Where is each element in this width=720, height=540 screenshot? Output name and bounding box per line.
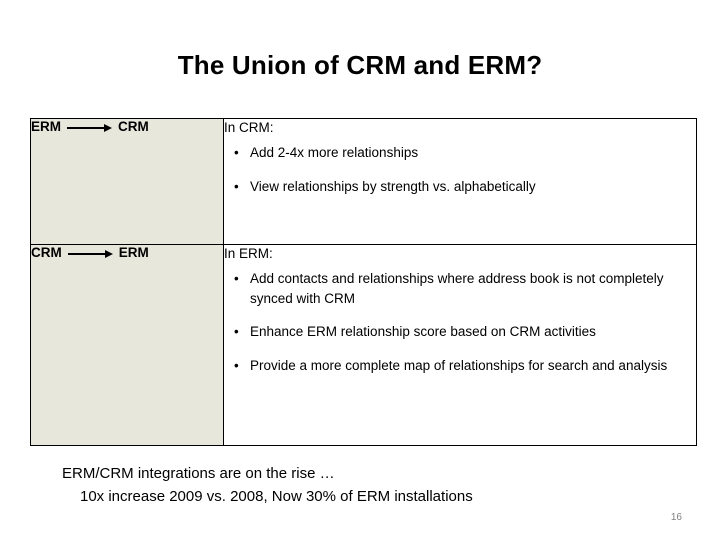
footnote-line-1: ERM/CRM integrations are on the rise …	[62, 465, 335, 482]
content-heading-erm: In ERM:	[224, 246, 273, 261]
flow-target-label: ERM	[118, 245, 149, 260]
arrow-right-icon	[67, 249, 113, 258]
table-row: CRM ERM In ERM: Add contacts and relatio…	[30, 244, 697, 446]
list-item: Add contacts and relationships where add…	[224, 269, 696, 308]
flow-source-label: CRM	[31, 245, 62, 260]
flow-target-label: CRM	[118, 119, 149, 134]
flow-source-label: ERM	[31, 119, 61, 134]
bullet-list-crm: Add 2-4x more relationships View relatio…	[224, 143, 696, 196]
flow-label-crm-to-erm: CRM ERM	[31, 245, 223, 260]
list-item: Provide a more complete map of relations…	[224, 356, 696, 376]
content-table: ERM CRM In CRM: Add 2-4x more relationsh…	[30, 118, 697, 446]
list-item: Add 2-4x more relationships	[224, 143, 696, 163]
row-label-cell-1: ERM CRM	[30, 118, 224, 245]
page-number: 16	[670, 512, 682, 523]
list-item: Enhance ERM relationship score based on …	[224, 322, 696, 342]
footnote-line-2: 10x increase 2009 vs. 2008, Now 30% of E…	[80, 488, 473, 506]
content-heading-crm: In CRM:	[224, 120, 274, 135]
footnote: ERM/CRM integrations are on the rise … 1…	[62, 462, 682, 509]
bullet-list-erm: Add contacts and relationships where add…	[224, 269, 696, 375]
row-label-cell-2: CRM ERM	[30, 244, 224, 446]
table-row: ERM CRM In CRM: Add 2-4x more relationsh…	[30, 118, 697, 245]
page-title: The Union of CRM and ERM?	[177, 50, 543, 80]
row-content-cell-2: In ERM: Add contacts and relationships w…	[223, 244, 697, 446]
content-table-wrapper: ERM CRM In CRM: Add 2-4x more relationsh…	[30, 118, 697, 446]
row-content-cell-1: In CRM: Add 2-4x more relationships View…	[223, 118, 697, 245]
arrow-right-icon	[67, 123, 112, 132]
list-item: View relationships by strength vs. alpha…	[224, 177, 696, 197]
flow-label-erm-to-crm: ERM CRM	[31, 119, 223, 134]
